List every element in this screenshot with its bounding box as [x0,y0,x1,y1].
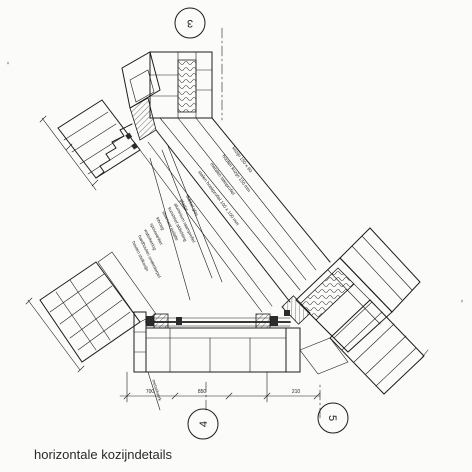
dimension-label: 850 [198,389,207,395]
middle-annotations: dubbel glas glaslat aluminium raamprofie… [131,194,200,278]
bottom-window-frame [133,311,291,373]
dimension-label: 210 [292,389,301,395]
grid-marker-3: 3 [174,7,206,39]
top-wall-section [121,51,213,119]
bottom-dimension-line: 700 850 210 [119,371,321,403]
grid-marker-5-label: 5 [326,415,338,421]
grid-marker-3-label: 3 [187,17,193,29]
annotation-label: kitvoeg [155,216,166,231]
upper-left-window-frame [57,97,157,179]
annotation-label: glaslat [179,198,189,212]
upper-left-dimension [39,115,99,191]
dimension-label: 700 [146,389,155,395]
scan-marks [7,61,463,361]
central-diagonal-wall [139,117,331,313]
grid-marker-4-label: 4 [198,421,210,427]
drawing-caption: horizontale kozijndetails [34,447,173,462]
right-wall-section [281,227,425,395]
grid-marker-5: 5 [317,402,349,434]
grid-marker-4: 4 [187,408,219,440]
lower-left-dimension [25,297,85,373]
grid-axes [205,27,321,419]
annotation-label: metselwerk [151,379,163,402]
annotation-label: stalen hoekprofiel 100 x 100 mm [197,170,240,227]
bottom-left-annotation: metselwerk [147,371,163,411]
top-right-annotations: kozijn 150 x 60 houten kozijn 150 mm met… [197,146,253,227]
lower-left-window-frame [39,251,157,363]
